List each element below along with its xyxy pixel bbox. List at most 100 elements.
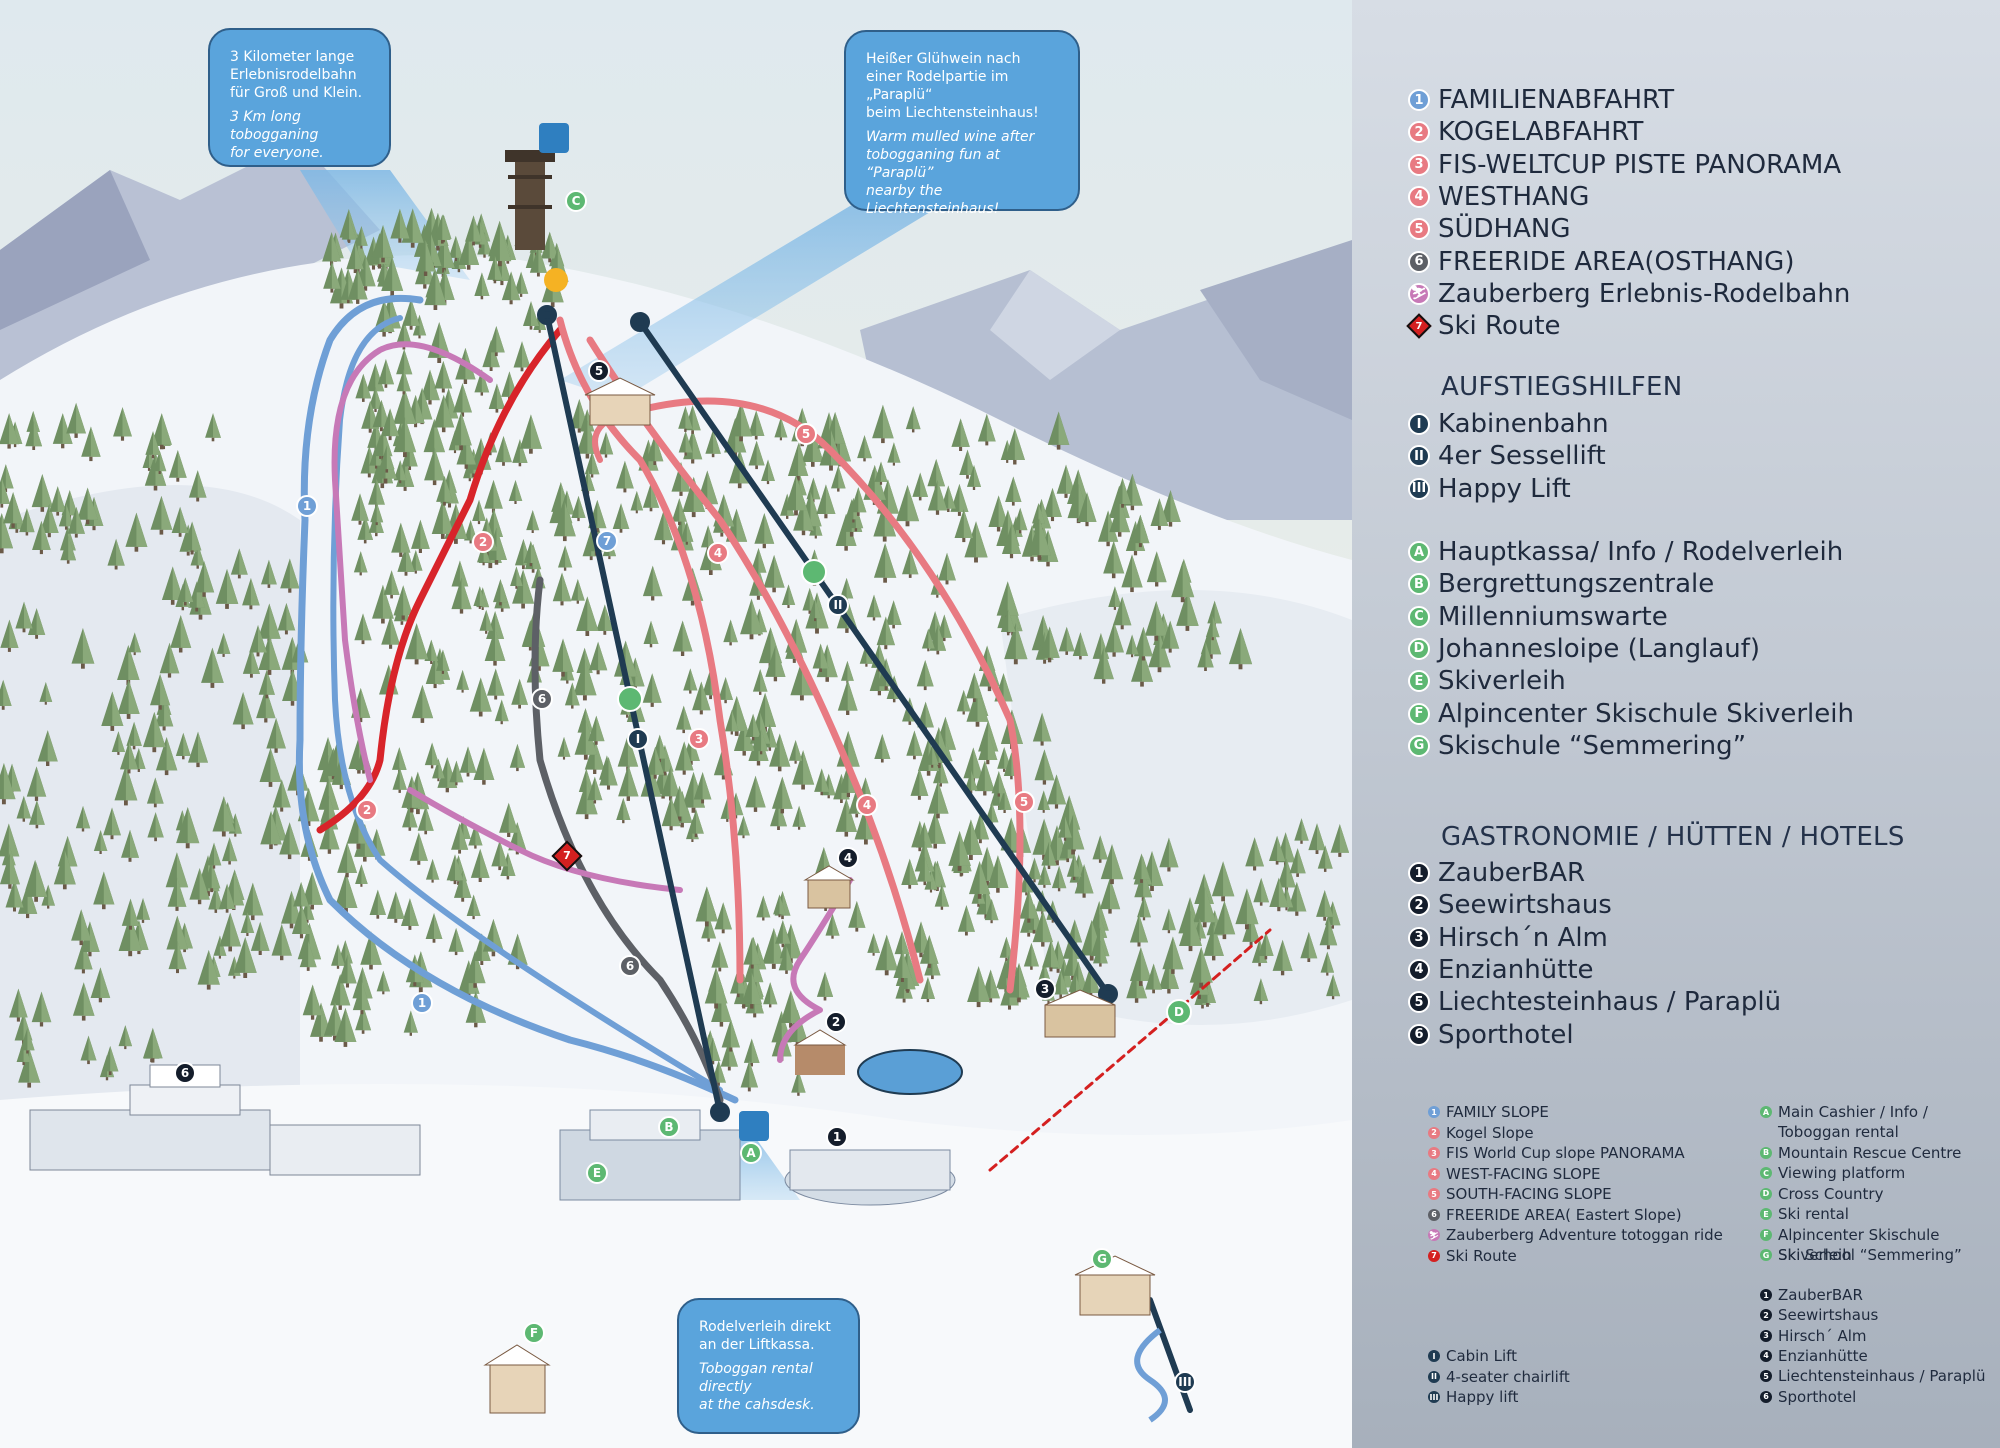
- enzianhuette: [803, 865, 855, 909]
- legend-en-gastro-label: Seewirtshaus: [1778, 1306, 1879, 1325]
- marker-freeride-upper[interactable]: 6: [531, 688, 553, 710]
- marker-gastro-enzianhuette[interactable]: 4: [837, 847, 859, 869]
- legend-services-label: Hauptkassa/ Info / Rodelverleih: [1438, 537, 1844, 567]
- legend-services-badge: B: [1408, 573, 1430, 596]
- marker-gastro-seewirtshaus[interactable]: 2: [825, 1011, 847, 1033]
- marker-freeride-lower[interactable]: 6: [619, 955, 641, 977]
- marker-family-lower[interactable]: 1: [411, 992, 433, 1014]
- piste-kogel: [316, 326, 564, 834]
- legend-en-gastro-label: Enzianhütte: [1778, 1346, 1868, 1365]
- legend-pistes-badge: 3: [1408, 153, 1430, 176]
- bubble-gluehwein: Heißer Glühwein nach einer Rodelpartie i…: [844, 30, 1080, 217]
- legend-en-services-label: Ski School “Semmering”: [1778, 1246, 1962, 1264]
- legend-en-gastro-label: Sporthotel: [1778, 1387, 1857, 1406]
- legend-pistes-badge: 5: [1408, 218, 1430, 241]
- legend-en-lifts-badge: III: [1428, 1391, 1440, 1403]
- legend-en-slopes-label: SOUTH-FACING SLOPE: [1446, 1185, 1612, 1203]
- legend-pistes-label: Ski Route: [1438, 311, 1561, 342]
- legend-en-slopes-row: 6 FREERIDE AREA( Eastert Slope): [1428, 1205, 1682, 1225]
- legend-lifts-label: 4er Sessellift: [1438, 441, 1606, 472]
- marker-lift-cabin[interactable]: I: [627, 728, 649, 750]
- marker-service-c[interactable]: C: [565, 190, 587, 212]
- bubble-rodelverleih-en: Toboggan rental directly at the cahsdesk…: [699, 1361, 815, 1413]
- marker-south-lower[interactable]: 5: [1013, 791, 1035, 813]
- legend-en-slopes-label: FAMILY SLOPE: [1446, 1103, 1549, 1121]
- legend-en-slopes-badge: 6: [1428, 1208, 1440, 1221]
- marker-service-a[interactable]: A: [740, 1142, 762, 1164]
- sun-icon: [544, 268, 568, 292]
- legend-services-label: Skischule “Semmering”: [1438, 730, 1747, 761]
- legend-en-slopes-badge: 7: [1428, 1249, 1440, 1262]
- legend-gastro-badge: 6: [1408, 1023, 1430, 1046]
- legend-en-lifts-badge: II: [1428, 1370, 1440, 1383]
- legend-lifts-label: Kabinenbahn: [1438, 409, 1609, 439]
- legend-en-services-badge: D: [1760, 1187, 1772, 1200]
- skischule-building: [1074, 1255, 1156, 1316]
- legend-services-badge: E: [1408, 670, 1430, 693]
- marker-service-e[interactable]: E: [586, 1162, 608, 1184]
- marker-fis[interactable]: 3: [688, 728, 710, 750]
- marker-gastro-hirschn-alm[interactable]: 3: [1034, 978, 1056, 1000]
- marker-service-d[interactable]: D: [1166, 999, 1192, 1025]
- bubble-rodelbahn-en: 3 Km long tobogganing for everyone.: [230, 109, 324, 161]
- legend-gastro-label: Sporthotel: [1438, 1019, 1574, 1050]
- marker-gastro-zauberbar[interactable]: 1: [826, 1126, 848, 1148]
- hirschn-alm: [1044, 989, 1116, 1038]
- marker-lift-chair[interactable]: II: [827, 594, 849, 616]
- legend-pistes-label: Zauberberg Erlebnis-Rodelbahn: [1438, 278, 1851, 309]
- marker-lift-happy[interactable]: III: [1174, 1371, 1196, 1393]
- legend-en-services-label: Ski rental: [1778, 1205, 1849, 1223]
- legend-en-slopes-label: FIS World Cup slope PANORAMA: [1446, 1144, 1685, 1162]
- marker-family-upper[interactable]: 1: [296, 495, 318, 517]
- legend-services-label: Millenniumswarte: [1438, 601, 1668, 632]
- legend-en-slopes-label: FREERIDE AREA( Eastert Slope): [1446, 1205, 1682, 1224]
- marker-west-upper[interactable]: 4: [707, 542, 729, 564]
- legend-en-services-label: Mountain Rescue Centre: [1778, 1143, 1962, 1162]
- legend-services-badge: G: [1408, 734, 1430, 757]
- legend-en-lifts-label: 4-seater chairlift: [1446, 1367, 1570, 1386]
- legend-en-gastro-badge: 5: [1760, 1370, 1772, 1383]
- legend-gastro-label: Seewirtshaus: [1438, 890, 1612, 921]
- legend-gastro-label: Hirsch´n Alm: [1438, 922, 1608, 953]
- legend-en-slopes-badge: 2: [1428, 1126, 1440, 1139]
- marker-ski-route-label: 7: [563, 849, 571, 862]
- legend-en-gastro-label: Liechtensteinhaus / Paraplü: [1778, 1367, 1986, 1386]
- marker-piste-7[interactable]: 7: [596, 530, 618, 552]
- marker-gastro-liechtensteinhaus[interactable]: 5: [588, 360, 610, 382]
- marker-service-g[interactable]: G: [1091, 1248, 1113, 1270]
- marker-gastro-sporthotel[interactable]: 6: [174, 1062, 196, 1084]
- marker-service-b[interactable]: B: [658, 1116, 680, 1138]
- marker-kogel-lower[interactable]: 2: [356, 799, 378, 821]
- legend-pistes-row: ⛷Zauberberg Erlebnis-Rodelbahn: [1408, 279, 1850, 309]
- legend-en-gastro-row: 2 Seewirtshaus: [1760, 1305, 1878, 1325]
- rodelbahn-mid: [407, 787, 683, 893]
- legend-pistes-label: WESTHANG: [1438, 181, 1590, 212]
- marker-west-lower[interactable]: 4: [856, 794, 878, 816]
- legend-en-services-badge: F: [1760, 1228, 1772, 1241]
- legend-en-gastro-badge: 2: [1760, 1309, 1772, 1322]
- legend-services-badge: D: [1408, 637, 1430, 660]
- marker-kogel-upper[interactable]: 2: [472, 531, 494, 553]
- marker-south-upper[interactable]: 5: [795, 423, 817, 445]
- marker-service-f[interactable]: F: [523, 1322, 545, 1344]
- legend-en-services-badge: C: [1760, 1167, 1772, 1179]
- legend-gastro-badge: 4: [1408, 958, 1430, 981]
